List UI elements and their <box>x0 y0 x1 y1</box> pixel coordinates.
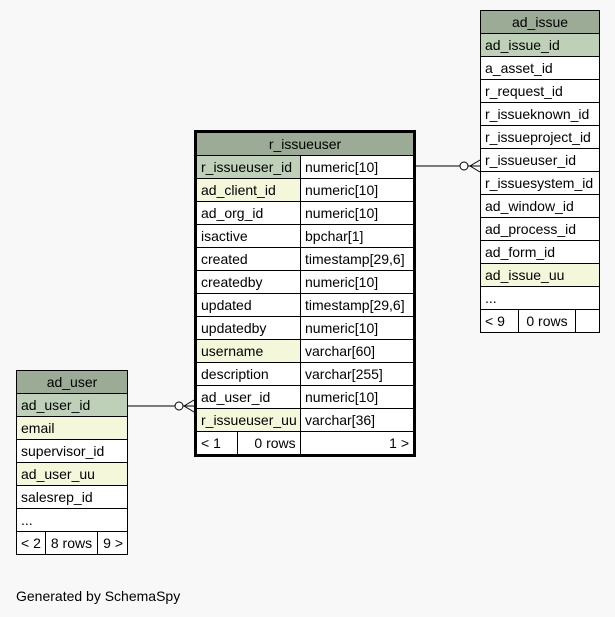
column-row[interactable]: ad_user_uu <box>15 462 129 486</box>
column-name: email <box>15 416 129 440</box>
column-row[interactable]: ad_issue_id <box>479 33 601 57</box>
column-type: numeric[10] <box>300 155 415 179</box>
column-type: timestamp[29,6] <box>300 293 415 317</box>
row-count: 8 rows <box>45 531 98 555</box>
relation-r-issueuser-ad-issue <box>413 159 481 173</box>
column-type: numeric[10] <box>300 178 415 202</box>
relation-ad-user-r-issueuser <box>127 399 195 413</box>
column-row[interactable]: ad_process_id <box>479 217 601 241</box>
column-name: r_request_id <box>479 79 601 103</box>
column-name: r_issueknown_id <box>479 102 601 126</box>
table-title: r_issueuser <box>195 131 415 156</box>
column-name: ad_issue_uu <box>479 263 601 287</box>
column-type: numeric[10] <box>300 201 415 225</box>
column-name: created <box>195 247 301 271</box>
table-header-row[interactable]: ad_user <box>15 370 129 394</box>
parent-count: < 2 <box>16 531 46 555</box>
parent-count: < 9 <box>480 309 519 333</box>
column-type: bpchar[1] <box>300 224 415 248</box>
column-name: ad_form_id <box>479 240 601 264</box>
column-name: a_asset_id <box>479 56 601 80</box>
column-name: ad_user_id <box>15 393 129 417</box>
column-name: ad_client_id <box>195 178 301 202</box>
column-row[interactable]: r_request_id <box>479 79 601 103</box>
column-name: createdby <box>195 270 301 294</box>
parent-count: < 1 <box>197 432 239 454</box>
column-row[interactable]: a_asset_id <box>479 56 601 80</box>
column-row[interactable]: ad_user_id <box>15 393 129 417</box>
column-name: username <box>195 339 301 363</box>
generated-by-text: Generated by SchemaSpy <box>16 588 181 604</box>
column-name: ad_user_id <box>195 385 301 409</box>
column-type: varchar[255] <box>300 362 415 386</box>
column-row[interactable]: ad_issue_uu <box>479 263 601 287</box>
children-count: 1 > <box>389 435 409 451</box>
row-count: 0 rows <box>238 432 301 454</box>
table-header-row[interactable]: r_issueuser <box>195 131 415 156</box>
column-name: salesrep_id <box>15 485 129 509</box>
column-row[interactable]: r_issuesystem_id <box>479 171 601 195</box>
column-row[interactable]: r_issueproject_id <box>479 125 601 149</box>
column-row[interactable]: r_issueuser_id <box>479 148 601 172</box>
column-name: supervisor_id <box>15 439 129 463</box>
column-name: ad_user_uu <box>15 462 129 486</box>
column-row[interactable]: ... <box>15 508 129 532</box>
column-row[interactable]: supervisor_id <box>15 439 129 463</box>
column-name: ad_org_id <box>195 201 301 225</box>
row-count: 0 rows <box>518 309 576 333</box>
column-name: ad_window_id <box>479 194 601 218</box>
column-name: isactive <box>195 224 301 248</box>
table-title: ad_issue <box>479 10 601 34</box>
column-row[interactable]: r_issueknown_id <box>479 102 601 126</box>
children-count: 9 > <box>96 531 129 555</box>
column-row[interactable]: ad_form_id <box>479 240 601 264</box>
table-title: ad_user <box>15 370 129 394</box>
column-type: varchar[36] <box>300 408 415 432</box>
column-name: ad_issue_id <box>479 33 601 57</box>
column-name: r_issuesystem_id <box>479 171 601 195</box>
column-name: ad_process_id <box>479 217 601 241</box>
table-header-row[interactable]: ad_issue <box>479 10 601 34</box>
column-type: numeric[10] <box>300 385 415 409</box>
children-count <box>574 309 601 333</box>
column-name: ... <box>479 286 601 310</box>
column-name: r_issueproject_id <box>479 125 601 149</box>
column-name: r_issueuser_uu <box>195 408 301 432</box>
column-row[interactable]: ad_window_id <box>479 194 601 218</box>
column-type: timestamp[29,6] <box>300 247 415 271</box>
column-type: numeric[10] <box>300 316 415 340</box>
column-name: r_issueuser_id <box>479 148 601 172</box>
column-row[interactable]: ... <box>479 286 601 310</box>
column-name: r_issueuser_id <box>195 155 301 179</box>
column-type: numeric[10] <box>300 270 415 294</box>
column-row[interactable]: email <box>15 416 129 440</box>
column-name: updated <box>195 293 301 317</box>
column-name: updatedby <box>195 316 301 340</box>
column-name: description <box>195 362 301 386</box>
column-type: varchar[60] <box>300 339 415 363</box>
column-name: ... <box>15 508 129 532</box>
column-row[interactable]: salesrep_id <box>15 485 129 509</box>
